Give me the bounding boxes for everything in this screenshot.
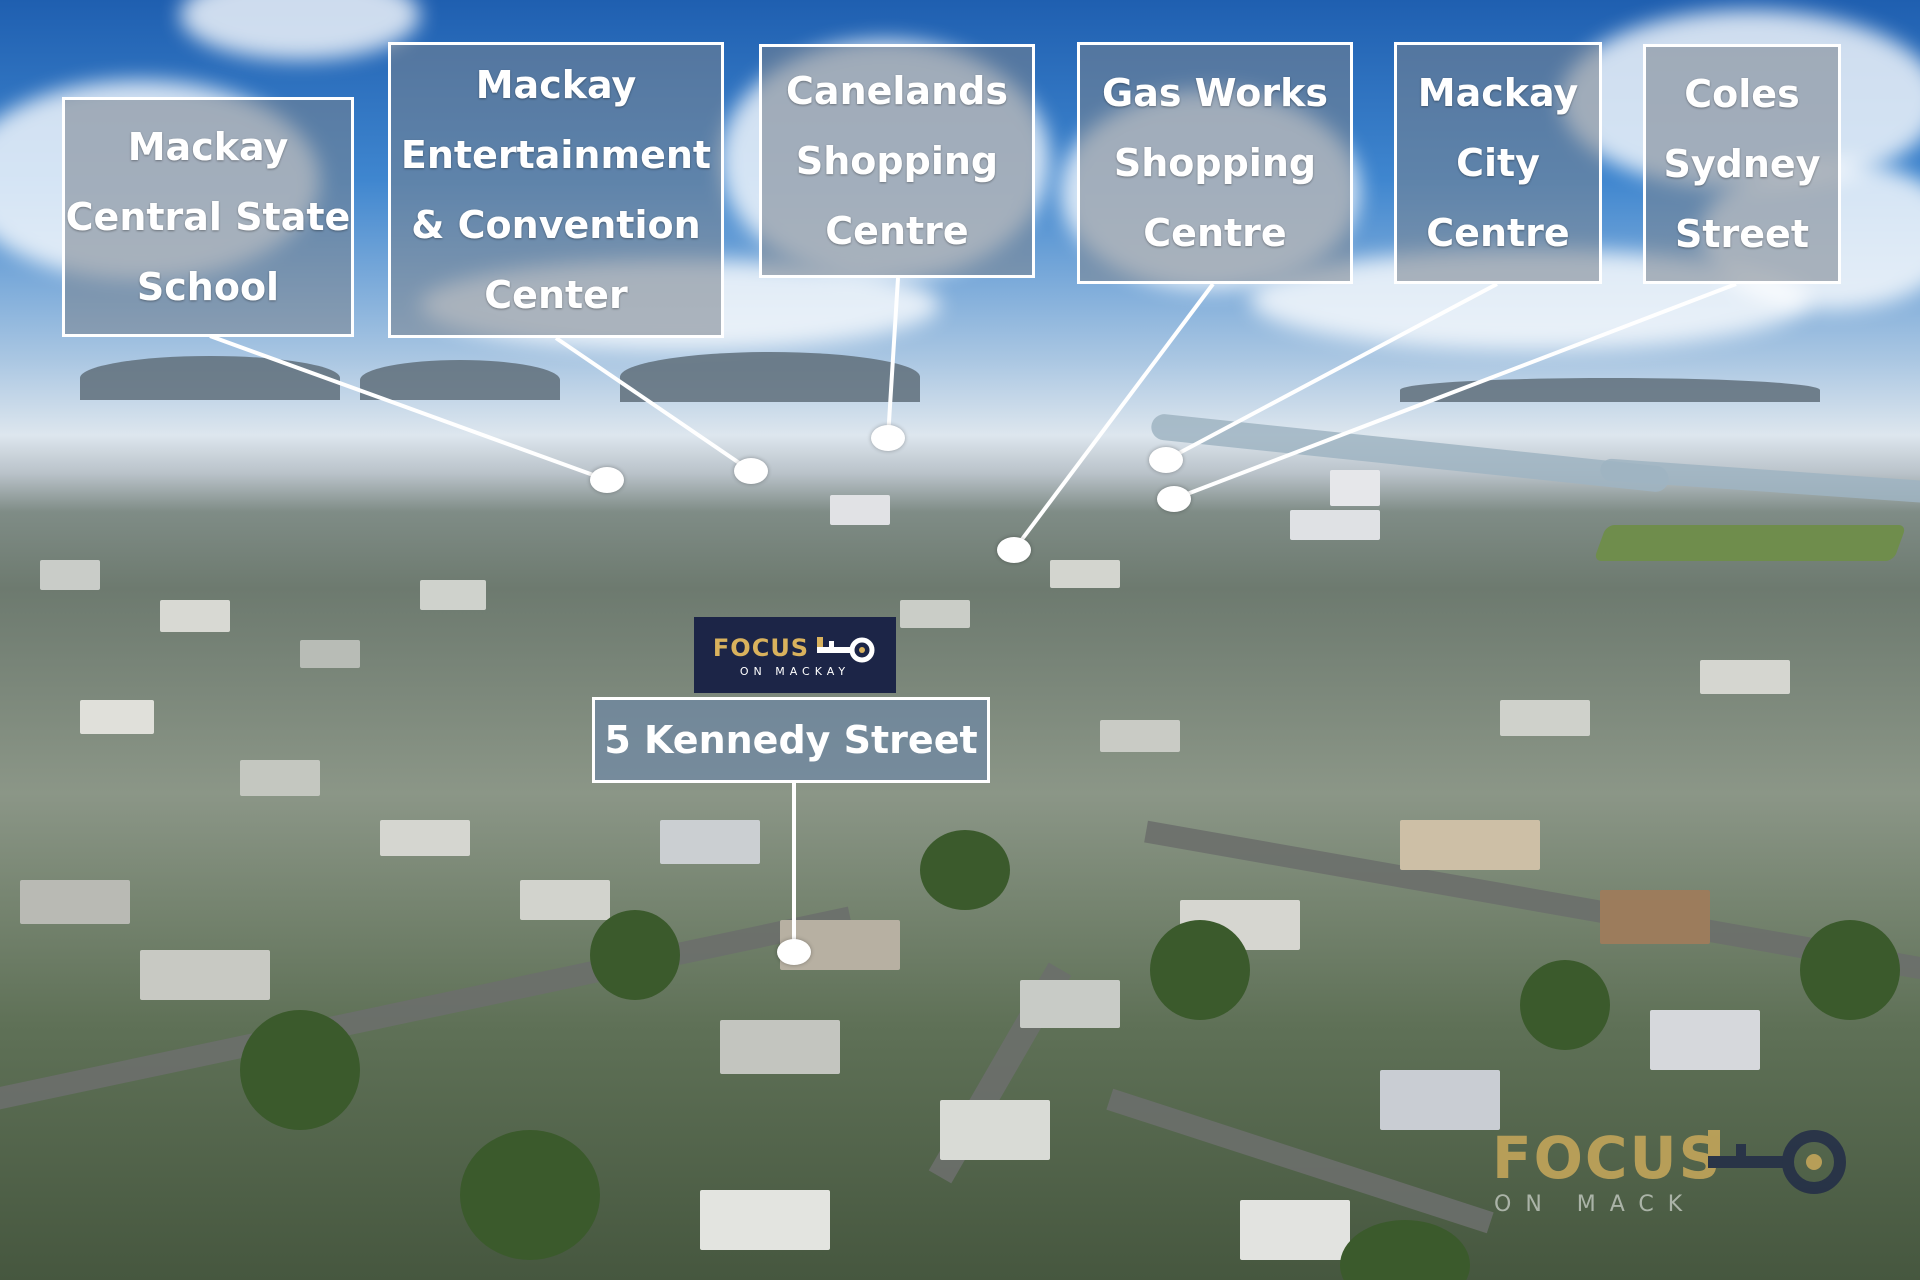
tree [1520,960,1610,1050]
location-dot [777,939,811,965]
watermark-subtitle: ON MACK [1494,1192,1697,1217]
label-coles-sydney-street: Coles Sydney Street [1643,44,1841,284]
house [1500,700,1590,736]
tree [1150,920,1250,1020]
label-text: Canelands Shopping Centre [786,69,1008,253]
tree [1800,920,1900,1020]
label-text: Mackay City Centre [1417,71,1579,255]
house [160,600,230,632]
house [1650,1010,1760,1070]
house [1400,820,1540,870]
leader-line [1012,282,1215,552]
logo-subtitle: ON MACKAY [739,664,851,678]
house [1050,560,1120,588]
property-label: 5 Kennedy Street [592,697,990,783]
house [80,700,154,734]
key-icon [817,636,875,662]
house [140,950,270,1000]
tree [240,1010,360,1130]
label-text: Coles Sydney Street [1663,72,1821,256]
mountain [1400,378,1820,402]
mountain [620,352,920,402]
house [240,760,320,796]
focus-watermark: FOCUS ON MACK [1492,1124,1852,1234]
tree [590,910,680,1000]
label-canelands-shopping-centre: Canelands Shopping Centre [759,44,1035,278]
location-dot [1149,447,1183,473]
house [520,880,610,920]
house [300,640,360,668]
building [830,495,890,525]
house [1240,1200,1350,1260]
tree [460,1130,600,1260]
label-text: Mackay Central State School [65,125,351,309]
house [40,560,100,590]
watermark-word: FOCUS [1492,1124,1723,1192]
label-mackay-central-state-school: Mackay Central State School [62,97,354,337]
house [380,820,470,856]
location-dot [871,425,905,451]
leader-line [1173,282,1737,501]
mountain [80,356,340,400]
house [20,880,130,924]
house [900,600,970,628]
logo-row: FOCUS [713,633,877,663]
mountain [360,360,560,400]
location-dot [590,467,624,493]
property-address: 5 Kennedy Street [604,718,978,762]
logo-word: FOCUS [712,633,810,662]
label-gas-works-shopping-centre: Gas Works Shopping Centre [1077,42,1353,284]
location-dot [734,458,768,484]
building [1290,510,1380,540]
house [660,820,760,864]
label-text: Mackay Entertainment & Convention Center [400,63,712,317]
house [720,1020,840,1074]
label-mackay-entertainment-convention-center: Mackay Entertainment & Convention Center [388,42,724,338]
leader-line [1165,282,1498,462]
label-mackay-city-centre: Mackay City Centre [1394,42,1602,284]
key-icon [1708,1130,1846,1194]
house [1380,1070,1500,1130]
house [1600,890,1710,944]
location-dot [1157,486,1191,512]
leader-line [886,277,900,439]
house [420,580,486,610]
house [1020,980,1120,1028]
house [1100,720,1180,752]
house [1700,660,1790,694]
house [700,1190,830,1250]
focus-on-mackay-logo: FOCUS ON MACKAY [694,617,896,693]
location-dot [997,537,1031,563]
leader-line [554,336,753,473]
label-text: Gas Works Shopping Centre [1102,71,1328,255]
leader-line [209,334,608,482]
house [940,1100,1050,1160]
building [1330,470,1380,506]
tree [920,830,1010,910]
